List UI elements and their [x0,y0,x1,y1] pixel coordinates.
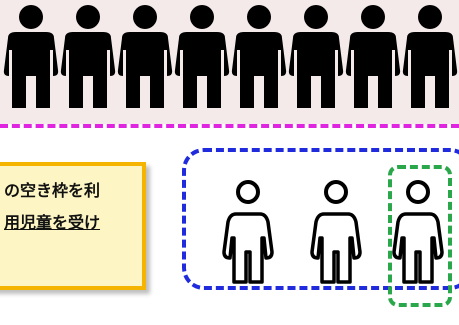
crowd-panel [0,0,459,124]
note-line-2: 用児童を受け [4,213,101,232]
note-box: の空き枠を利 用児童を受け [0,162,146,290]
dashed-divider [0,124,459,128]
person-silhouette-icon [174,5,230,108]
person-outline-icon [392,180,444,284]
person-silhouette-icon [345,5,401,108]
person-outline-icon [310,180,362,284]
person-silhouette-icon [288,5,344,108]
person-outline-icon [222,180,274,284]
person-silhouette-icon [3,5,59,108]
blue-dashed-group [182,148,459,290]
person-silhouette-icon [60,5,116,108]
note-line-1: の空き枠を利 [4,181,101,200]
person-silhouette-icon [231,5,287,108]
green-dashed-highlight [388,165,452,307]
person-silhouette-icon [402,5,458,108]
person-silhouette-icon [117,5,173,108]
